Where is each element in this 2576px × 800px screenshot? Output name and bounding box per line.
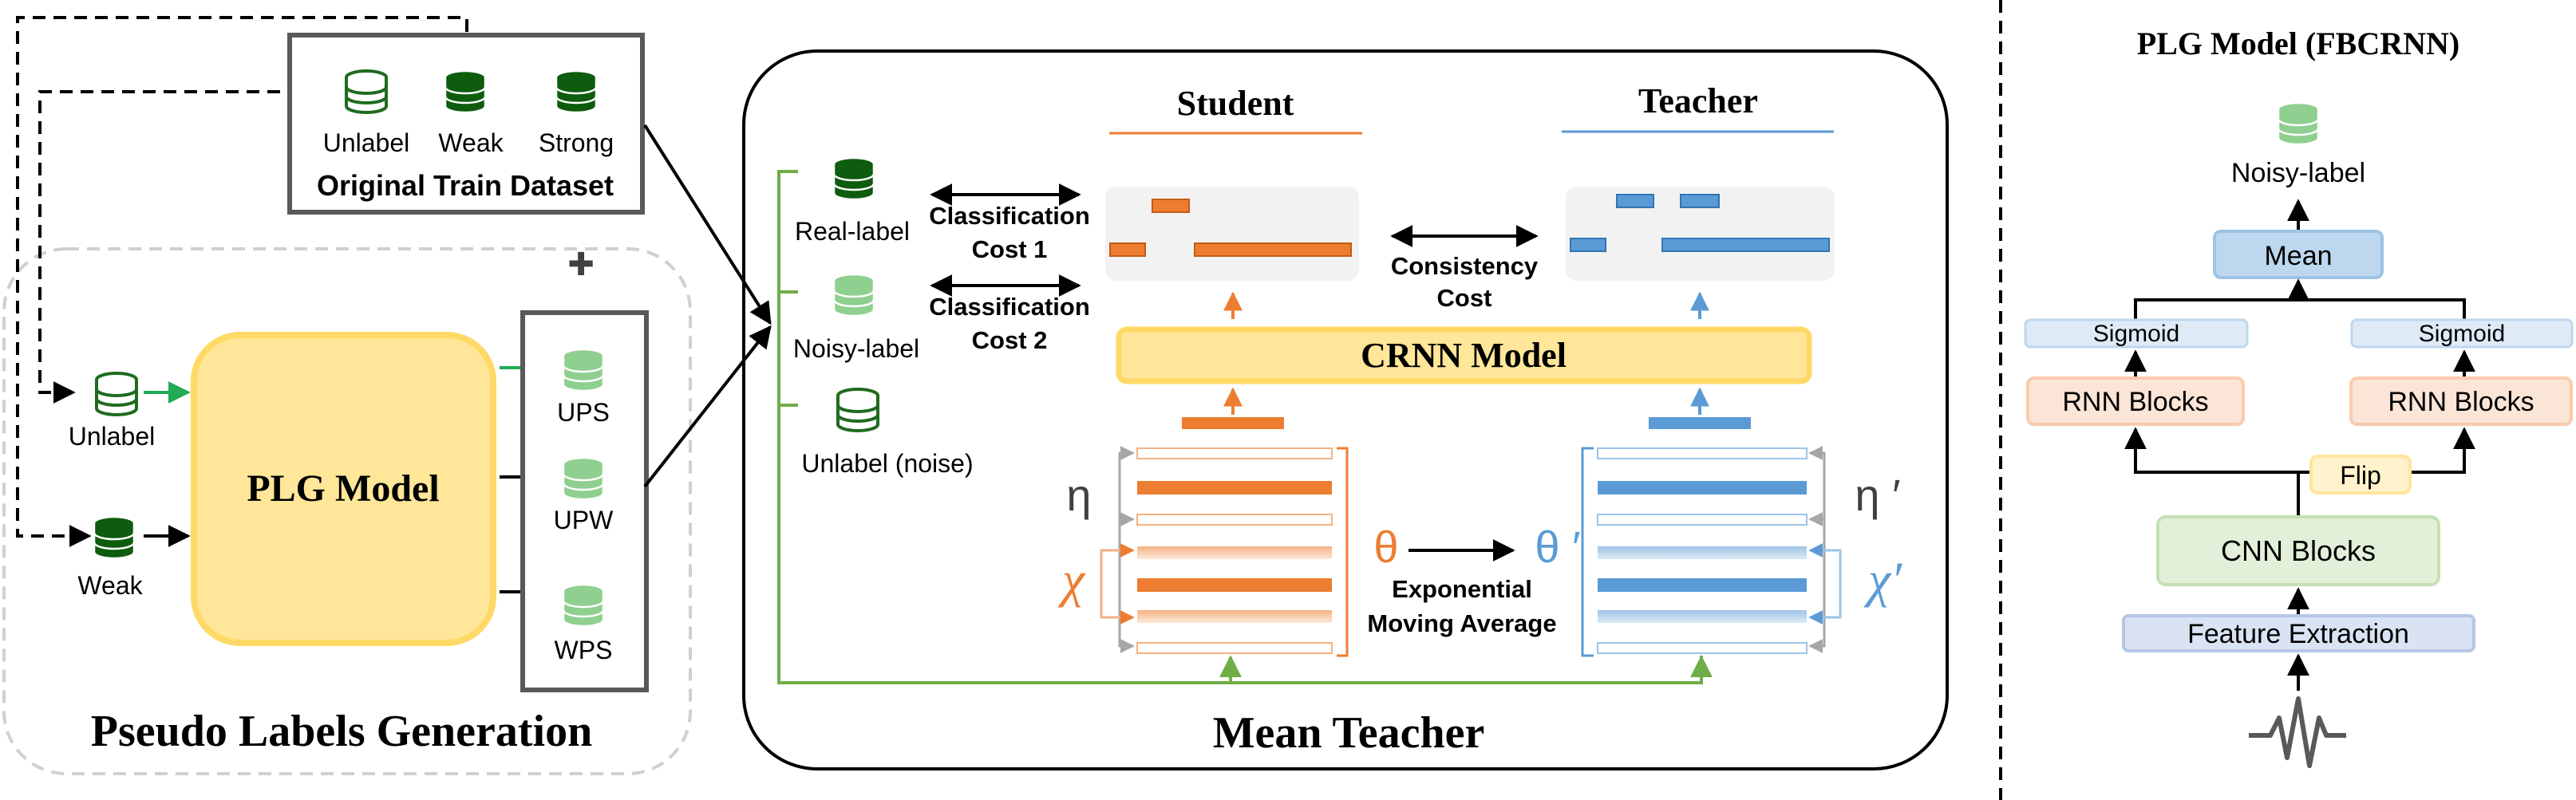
- sigmoid-left-label: Sigmoid: [2093, 321, 2179, 347]
- crnn-model-block: CRNN Model: [1116, 326, 1812, 384]
- cnn-label: CNN Blocks: [2221, 534, 2376, 567]
- feature-extraction-block: [2122, 614, 2475, 652]
- audio-waveform-icon: [2249, 696, 2346, 768]
- sigmoid-right-label: Sigmoid: [2419, 321, 2505, 347]
- eta-symbol: η: [1066, 470, 1091, 520]
- ups-label: UPS: [557, 398, 610, 427]
- eta-prime-symbol: η ′: [1855, 470, 1900, 520]
- original-train-dataset-box: Unlabel Weak Strong Original Train Datas…: [287, 33, 645, 215]
- weak-input-database-icon: [93, 515, 136, 560]
- strong-label: Strong: [539, 128, 614, 157]
- plg-model-title: PLG Model: [247, 467, 439, 510]
- noisy-label-database-icon: [832, 273, 875, 317]
- real-label-database-icon: [832, 156, 875, 201]
- noisy-label-text: Noisy-label: [793, 334, 919, 363]
- unlabel-noise-database-icon: [836, 388, 879, 432]
- strong-database-icon: [555, 69, 598, 114]
- dashed-routing-lines: [16, 16, 468, 547]
- theta-symbol: θ: [1373, 522, 1398, 572]
- student-title: Student: [1177, 84, 1294, 123]
- rnn-right-label: RNN Blocks: [2388, 387, 2534, 417]
- fbcrnn-title: PLG Model (FBCRNN): [2137, 26, 2459, 61]
- consistency-cost-line1: Consistency: [1391, 252, 1539, 280]
- consistency-cost-line2: Cost: [1437, 284, 1492, 312]
- dataset-to-mean-teacher-arrow: [643, 124, 772, 325]
- teacher-layer-stack: [1581, 447, 1808, 657]
- weak-input-label: Weak: [77, 571, 143, 600]
- classification-cost1-line1: Classification: [929, 202, 1090, 230]
- crnn-model-title: CRNN Model: [1361, 336, 1567, 375]
- weak-database-icon: [444, 69, 487, 114]
- rnn-left-label: RNN Blocks: [2062, 387, 2208, 417]
- wps-label: WPS: [555, 636, 613, 664]
- real-label-text: Real-label: [795, 217, 910, 246]
- mean-teacher-panel: [742, 49, 1949, 770]
- upw-database-icon: [562, 456, 605, 501]
- unlabel-label: Unlabel: [323, 128, 410, 157]
- chi-symbol: χ: [1057, 551, 1086, 608]
- wps-database-icon: [562, 583, 605, 628]
- noisy-label-output-database-icon: [2277, 101, 2320, 146]
- ema-line2: Moving Average: [1367, 609, 1556, 637]
- unlabel-input-database-icon: [95, 372, 138, 416]
- plg-fbcrnn-panel: PLG Model (FBCRNN) Noisy-label Mean Sigm…: [2024, 26, 2574, 768]
- mean-block: [2213, 230, 2384, 279]
- rnn-blocks-right: [2349, 376, 2573, 426]
- classification-cost1-line2: Cost 1: [972, 235, 1048, 263]
- classification-cost2-line1: Classification: [929, 293, 1090, 321]
- unlabel-input-label: Unlabel: [69, 422, 156, 451]
- flip-block: [2309, 455, 2412, 495]
- student-layer-stack: [1136, 447, 1349, 657]
- plus-icon: ✚: [567, 247, 595, 282]
- dataset-title: Original Train Dataset: [317, 169, 614, 202]
- weak-label: Weak: [438, 128, 504, 157]
- teacher-title: Teacher: [1638, 81, 1758, 120]
- unlabel-noise-text: Unlabel (noise): [801, 449, 973, 478]
- ema-line1: Exponential: [1392, 575, 1532, 603]
- student-prediction-panel: [1105, 187, 1359, 281]
- sigmoid-right-block: [2350, 318, 2574, 349]
- feature-extraction-label: Feature Extraction: [2187, 619, 2409, 649]
- pseudo-label-outputs-box: UPS UPW WPS: [520, 310, 649, 692]
- chi-prime-symbol: χ′: [1863, 551, 1902, 608]
- rnn-blocks-left: [2026, 376, 2245, 426]
- pseudo-labels-generation-panel: [2, 247, 692, 775]
- mean-teacher-title: Mean Teacher: [1213, 708, 1485, 758]
- pseudo-labels-generation-title: Pseudo Labels Generation: [91, 707, 592, 756]
- unlabel-database-icon: [345, 69, 388, 114]
- cnn-blocks: [2156, 515, 2440, 586]
- mean-label: Mean: [2264, 241, 2332, 271]
- ups-database-icon: [562, 348, 605, 392]
- noisy-label-output-text: Noisy-label: [2231, 158, 2365, 188]
- sigmoid-left-block: [2024, 318, 2249, 349]
- pseudo-labels-to-mean-teacher-arrow: [643, 325, 772, 488]
- theta-prime-symbol: θ ′: [1535, 522, 1580, 572]
- flip-label: Flip: [2340, 461, 2381, 490]
- classification-cost2-line2: Cost 2: [972, 326, 1048, 354]
- teacher-prediction-panel: [1566, 187, 1835, 281]
- plg-model-block: PLG Model: [191, 332, 496, 646]
- upw-label: UPW: [554, 506, 614, 534]
